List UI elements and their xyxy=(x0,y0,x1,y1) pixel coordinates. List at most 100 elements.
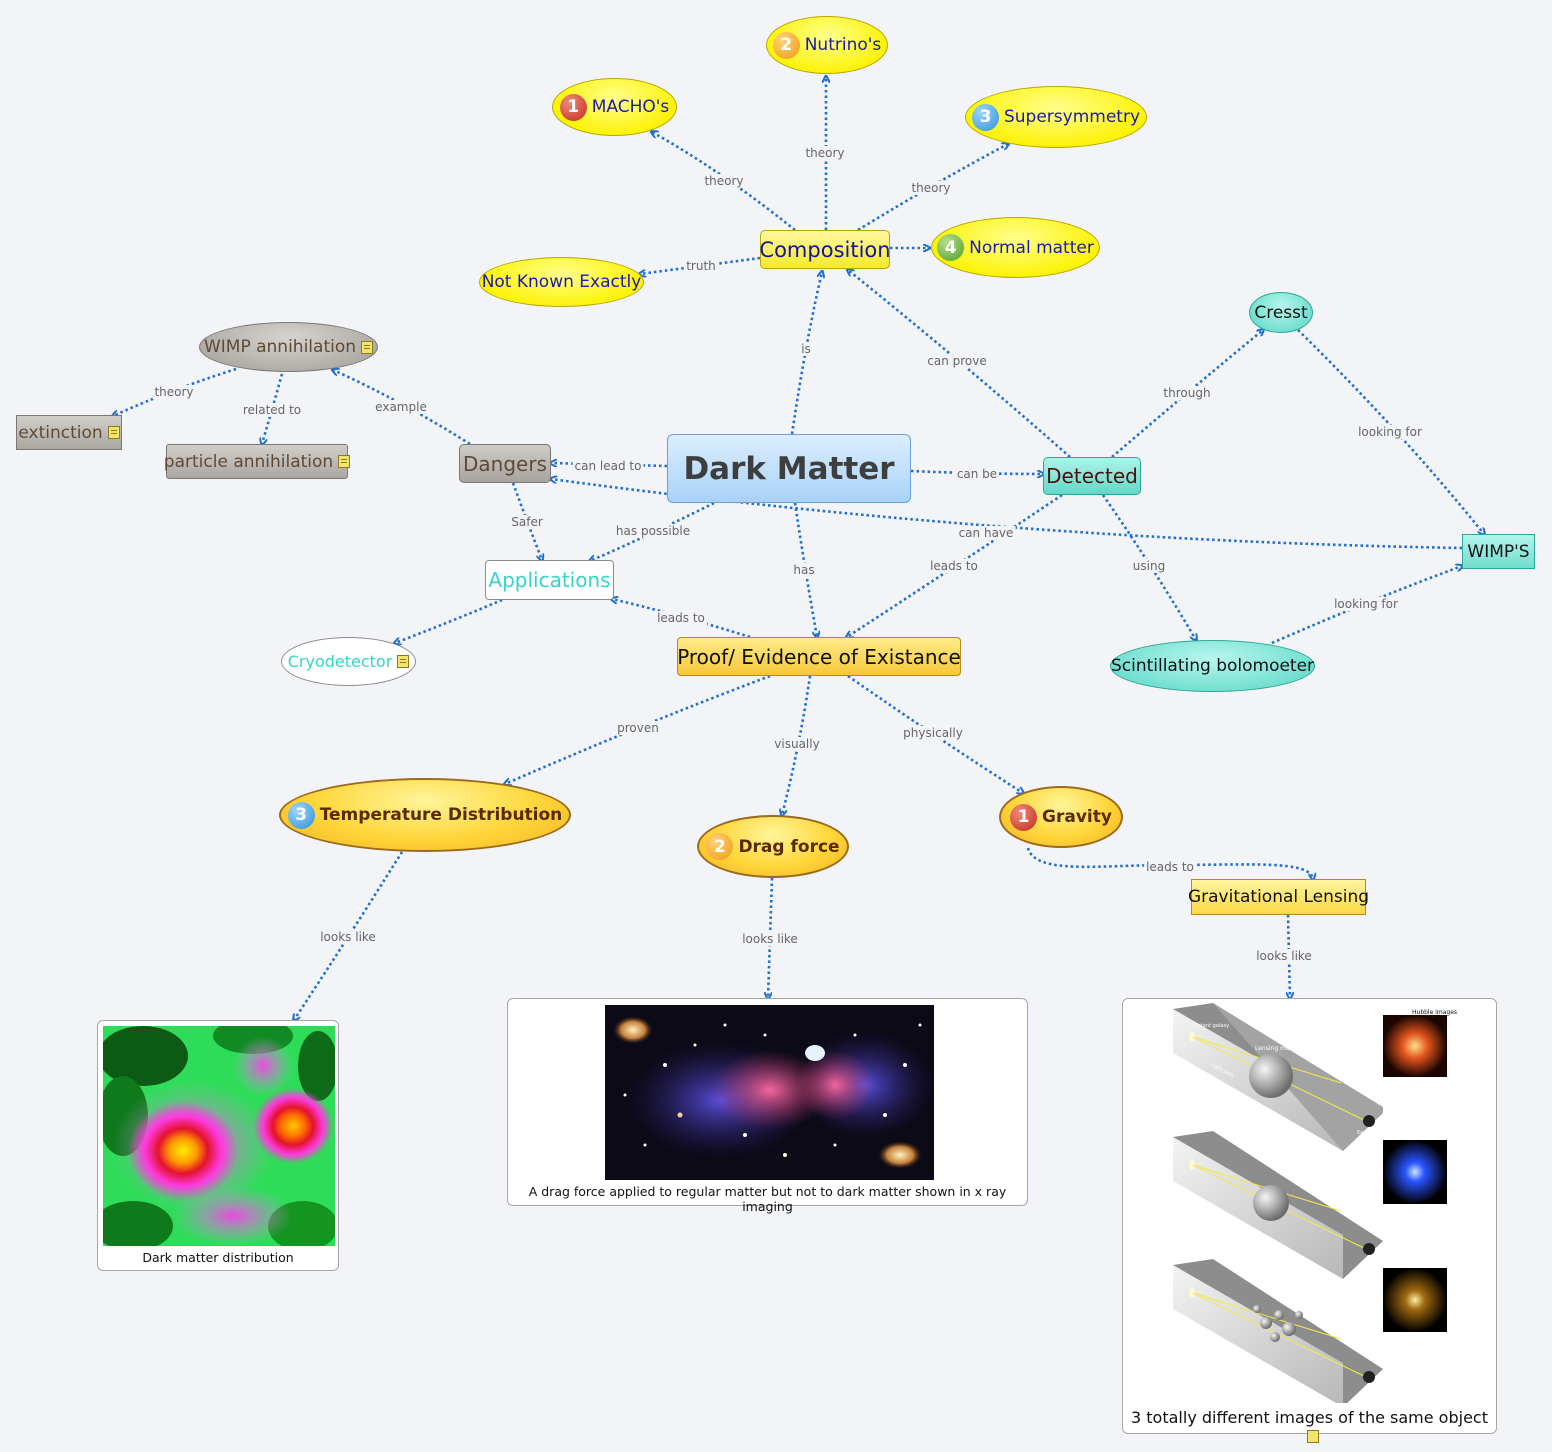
edge-label-physically: physically xyxy=(901,726,965,740)
note-icon[interactable] xyxy=(397,655,410,668)
edge-label-is: is xyxy=(799,342,813,356)
dangers-label: Dangers xyxy=(463,451,547,476)
priority-3-icon: 3 xyxy=(287,801,315,829)
priority-4-icon: 4 xyxy=(937,234,965,261)
edge-label-looks-like-lensing: looks like xyxy=(1254,949,1314,963)
edge-label-looking-for-cresst: looking for xyxy=(1356,425,1424,439)
gravitational-lensing-node[interactable]: Gravitational Lensing xyxy=(1188,879,1369,915)
edge-label-looks-like-temperature: looks like xyxy=(318,930,378,944)
priority-3-icon: 3 xyxy=(971,103,999,131)
edge-label-supersymmetry-theory: theory xyxy=(909,181,953,195)
dark-matter-label: Dark Matter xyxy=(683,450,895,487)
edge-darkmatter-to-applications xyxy=(590,501,715,561)
composition-node[interactable]: Composition xyxy=(759,230,891,269)
note-icon[interactable] xyxy=(1306,1430,1319,1443)
edge-label-through: through xyxy=(1161,386,1213,400)
edge-label-looking-for-bolometer: looking for xyxy=(1332,597,1400,611)
edge-label-visually: visually xyxy=(772,737,822,751)
particle-annihilation-node[interactable]: particle annihilation xyxy=(163,444,351,479)
edge-composition-to-supersymmetry xyxy=(857,144,1008,232)
edge-label-example: example xyxy=(373,400,429,414)
edge-detected-to-proof xyxy=(847,493,1063,637)
dark-matter-distribution-image xyxy=(103,1026,335,1246)
edge-label-leads-to-lensing: leads to xyxy=(1144,860,1196,874)
priority-2-icon: 2 xyxy=(706,833,734,860)
cryodetector-label: Cryodetector xyxy=(287,652,393,671)
lensing-image-card[interactable]: Hubble images Lensing mass Distant galax… xyxy=(1122,998,1497,1443)
cresst-label: Cresst xyxy=(1254,302,1308,323)
proof-label: Proof/ Evidence of Existance xyxy=(677,644,961,669)
distant-galaxy-label: Distant galaxy xyxy=(1193,1023,1229,1029)
composition-label: Composition xyxy=(759,237,891,262)
detected-node[interactable]: Detected xyxy=(1043,457,1141,495)
cresst-node[interactable]: Cresst xyxy=(1249,292,1313,333)
scintillating-bolometer-node[interactable]: Scintillating bolomoeter xyxy=(1110,640,1315,692)
edge-label-wimp-theory: theory xyxy=(152,385,196,399)
nutrinos-label: Nutrino's xyxy=(804,35,882,55)
edge-label-looks-like-drag: looks like xyxy=(740,932,800,946)
edge-label-leads-to-proof: leads to xyxy=(928,559,980,573)
edge-label-safer: Safer xyxy=(509,515,545,529)
wimps-label: WIMP'S xyxy=(1467,541,1530,562)
edge-drag-to-image xyxy=(768,877,774,998)
edge-label-macho-theory: theory xyxy=(702,174,746,188)
edge-dangers-to-wimp xyxy=(333,370,471,446)
detected-label: Detected xyxy=(1046,464,1138,488)
wimp-annihilation-node[interactable]: WIMP annihilation xyxy=(199,322,378,372)
earth-label: Earth xyxy=(1357,1130,1370,1136)
edge-applications-to-cryodetector xyxy=(395,598,503,643)
edge-label-has-possible: has possible xyxy=(613,524,693,538)
hubble-images-label: Hubble images xyxy=(1412,1009,1457,1016)
extinction-label: extinction xyxy=(18,422,103,443)
note-icon[interactable] xyxy=(361,340,374,354)
note-icon[interactable] xyxy=(107,426,120,439)
normal-matter-label: Normal matter xyxy=(969,237,1094,258)
priority-1-icon: 1 xyxy=(559,93,587,121)
wimp-annihilation-label: WIMP annihilation xyxy=(203,337,357,357)
edge-label-has: has xyxy=(791,563,817,577)
lensing-caption-text: 3 totally different images of the same o… xyxy=(1131,1408,1488,1427)
edge-label-using: using xyxy=(1130,559,1168,573)
not-known-node[interactable]: Not Known Exactly xyxy=(479,257,644,307)
supersymmetry-label: Supersymmetry xyxy=(1003,107,1141,127)
drag-force-label: Drag force xyxy=(738,836,840,857)
lensing-caption: 3 totally different images of the same o… xyxy=(1123,1408,1496,1446)
gravitational-lensing-diagram: Hubble images Lensing mass Distant galax… xyxy=(1173,1003,1457,1403)
edge-composition-to-macho xyxy=(652,132,796,232)
scintillating-bolometer-label: Scintillating bolomoeter xyxy=(1110,656,1315,676)
edge-label-related-to: related to xyxy=(240,403,304,417)
lensing-mass-label: Lensing mass xyxy=(1255,1045,1296,1052)
edge-label-can-be: can be xyxy=(954,467,1000,481)
edge-wimp-to-particle xyxy=(262,373,284,444)
note-icon[interactable] xyxy=(338,455,351,468)
bullet-cluster-image xyxy=(605,1005,934,1180)
distribution-caption: Dark matter distribution xyxy=(142,1250,294,1265)
edge-label-can-prove: can prove xyxy=(925,354,989,368)
extinction-node[interactable]: extinction xyxy=(16,415,122,450)
distribution-image-card[interactable]: Dark matter distribution xyxy=(97,1020,339,1271)
edge-label-truth: truth xyxy=(684,259,718,273)
drag-force-image-card[interactable]: A drag force applied to regular matter b… xyxy=(507,998,1028,1214)
priority-1-icon: 1 xyxy=(1010,803,1038,831)
edge-label-proven: proven xyxy=(615,721,661,735)
cryodetector-node[interactable]: Cryodetector xyxy=(281,637,416,686)
edge-label-can-have: can have xyxy=(956,526,1016,540)
dangers-node[interactable]: Dangers xyxy=(459,444,551,483)
dark-matter-node[interactable]: Dark Matter xyxy=(667,434,911,503)
temperature-distribution-label: Temperature Distribution xyxy=(319,805,563,825)
applications-node[interactable]: Applications xyxy=(485,560,614,600)
applications-label: Applications xyxy=(488,568,611,592)
not-known-label: Not Known Exactly xyxy=(481,272,642,292)
particle-annihilation-label: particle annihilation xyxy=(163,451,334,472)
gravity-label: Gravity xyxy=(1042,807,1112,827)
macho-label: MACHO's xyxy=(591,97,670,117)
wimps-node[interactable]: WIMP'S xyxy=(1462,534,1535,569)
proof-node[interactable]: Proof/ Evidence of Existance xyxy=(677,637,961,676)
